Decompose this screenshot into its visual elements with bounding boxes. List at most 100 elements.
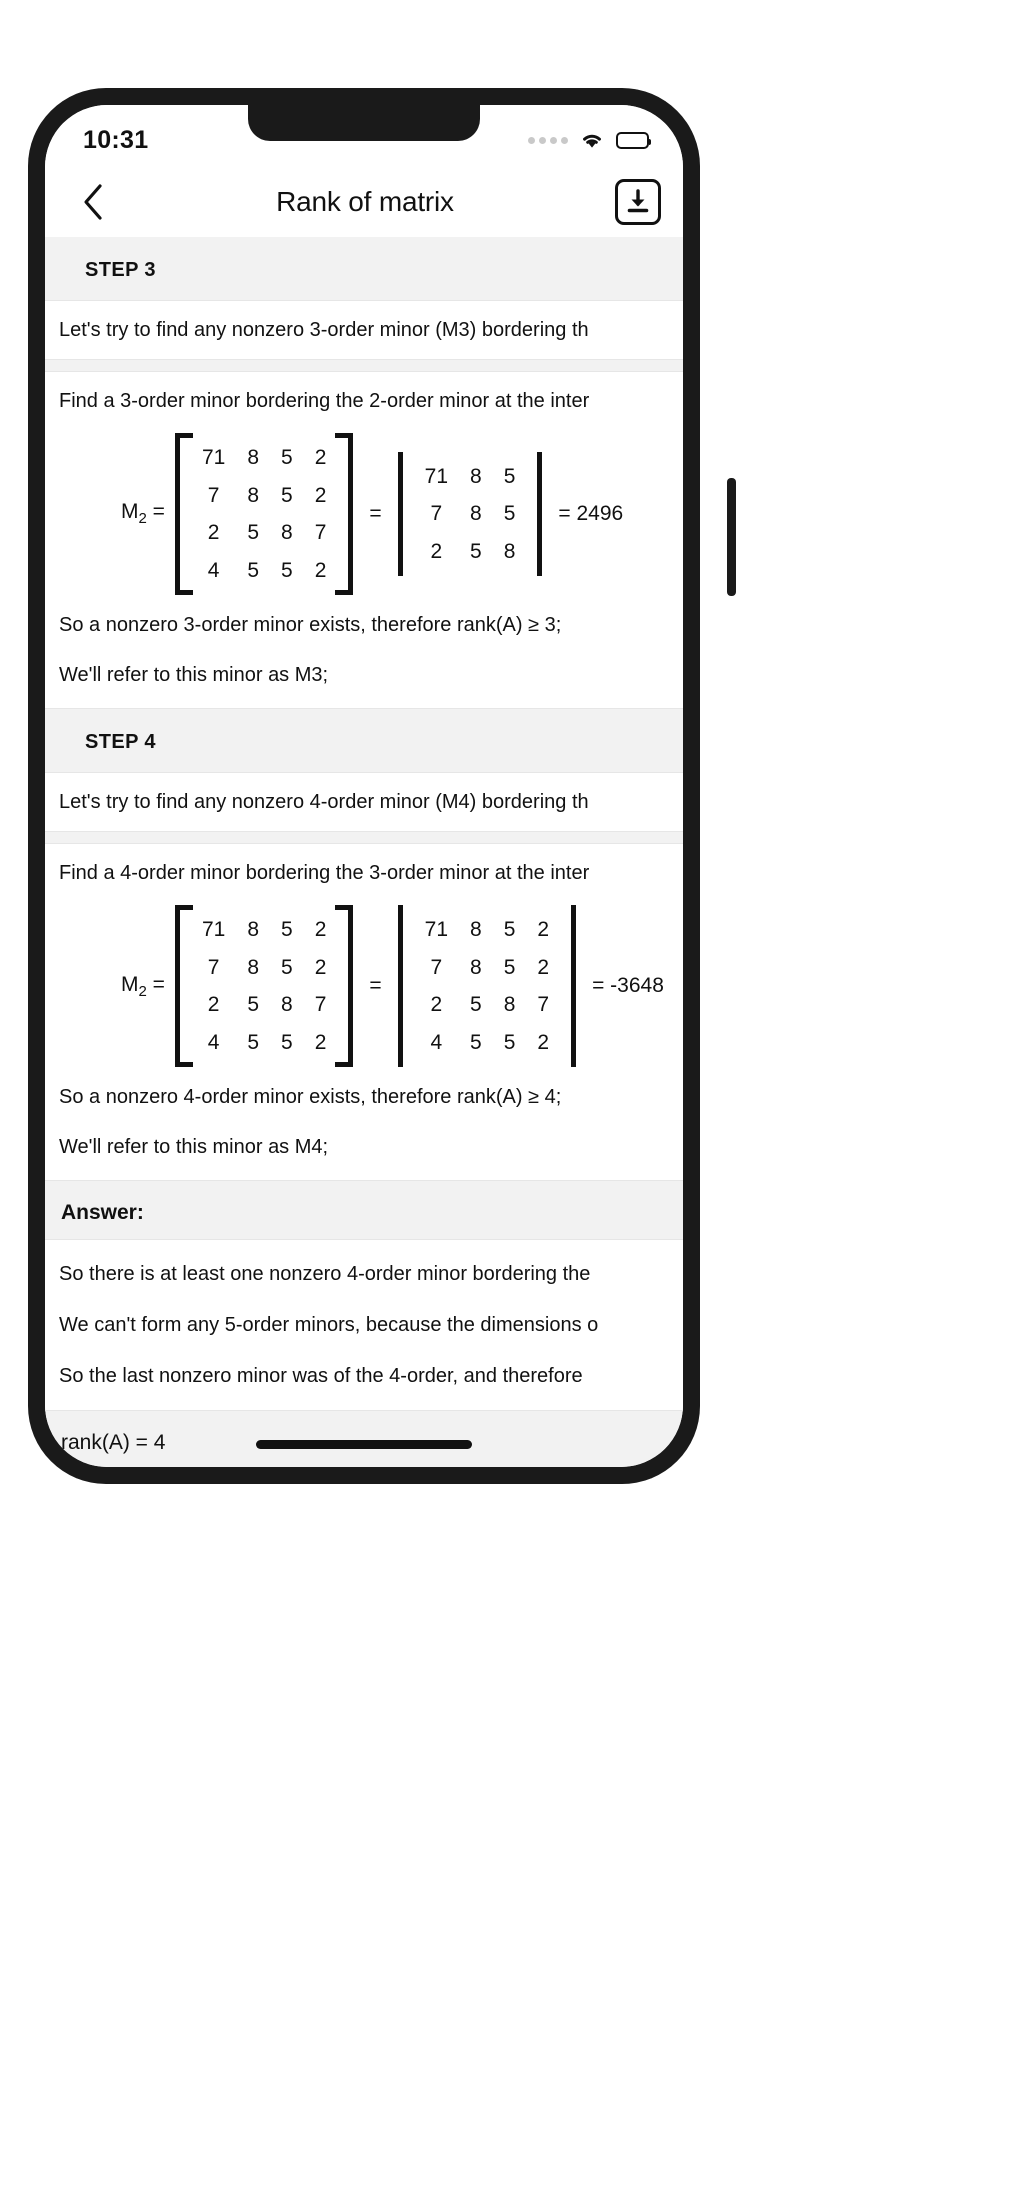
matrix-cell: 5 <box>281 918 293 942</box>
navigation-bar: Rank of matrix <box>45 167 683 237</box>
step4-work-card: Find a 4-order minor bordering the 3-ord… <box>45 843 683 1182</box>
matrix-cell: 5 <box>503 464 516 488</box>
matrix-cell: 8 <box>503 993 516 1017</box>
step3-minor-label: M2 = <box>121 500 165 528</box>
matrix-cell: 7 <box>314 521 327 545</box>
matrix-cell: 2 <box>314 483 327 507</box>
matrix-cell: 5 <box>281 483 293 507</box>
matrix-cell: 2 <box>430 539 443 563</box>
phone-frame: 10:31 <box>28 88 736 1484</box>
chevron-left-icon <box>84 184 102 220</box>
answer-line-3: So the last nonzero minor was of the 4-o… <box>59 1365 583 1388</box>
step3-intro-card: Let's try to find any nonzero 3-order mi… <box>45 300 683 360</box>
matrix-cell: 5 <box>470 539 482 563</box>
matrix-cell: 2 <box>314 558 327 582</box>
download-icon <box>627 189 649 213</box>
step3-conclusion-1: So a nonzero 3-order minor exists, there… <box>59 614 562 637</box>
matrix-cell: 4 <box>207 1030 220 1054</box>
matrix-cell: 8 <box>247 446 259 469</box>
matrix-cell: 7 <box>430 502 443 526</box>
matrix-cell: 7 <box>207 483 220 507</box>
matrix-cell: 8 <box>470 918 482 942</box>
matrix-cell: 2 <box>314 918 327 942</box>
matrix-cell: 5 <box>281 558 293 582</box>
home-indicator[interactable] <box>256 1440 472 1449</box>
matrix-cell: 4 <box>207 558 220 582</box>
step4-task-text: Find a 4-order minor bordering the 3-ord… <box>59 862 590 885</box>
matrix-cell: 5 <box>470 993 482 1017</box>
download-button[interactable] <box>615 179 661 225</box>
matrix-cell: 5 <box>503 502 516 526</box>
matrix-cell: 2 <box>314 955 327 979</box>
step4-intro-text: Let's try to find any nonzero 4-order mi… <box>59 791 589 814</box>
matrix-cell: 2 <box>314 1030 327 1054</box>
page-title: Rank of matrix <box>276 186 454 217</box>
step3-work-card: Find a 3-order minor bordering the 2-ord… <box>45 371 683 710</box>
matrix-cell: 5 <box>281 446 293 469</box>
matrix-cell: 4 <box>430 1030 443 1054</box>
matrix-cell: 2 <box>207 521 220 545</box>
battery-full-icon <box>616 131 651 149</box>
matrix-cell: 8 <box>247 483 259 507</box>
status-time: 10:31 <box>83 125 149 154</box>
matrix-cell: 8 <box>281 521 293 545</box>
matrix-cell: 5 <box>281 1030 293 1054</box>
matrix-cell: 71 <box>424 464 448 488</box>
step4-conclusion-2: We'll refer to this minor as M4; <box>59 1136 329 1159</box>
back-button[interactable] <box>71 180 115 224</box>
lesson-content[interactable]: STEP 3 Let's try to find any nonzero 3-o… <box>45 237 683 1467</box>
matrix-cell: 5 <box>247 993 259 1017</box>
matrix-cell: 71 <box>201 446 226 469</box>
matrix-cell: 5 <box>247 1030 259 1054</box>
step3-task-text: Find a 3-order minor bordering the 2-ord… <box>59 390 590 412</box>
step4-determinant-result: = -3648 <box>592 974 664 998</box>
matrix-cell: 2 <box>537 1030 550 1054</box>
answer-card: So there is at least one nonzero 4-order… <box>45 1239 683 1412</box>
phone-screen: 10:31 <box>45 105 683 1467</box>
answer-heading: Answer: <box>61 1201 144 1225</box>
matrix-cell: 71 <box>424 918 448 942</box>
step3-intro-text: Let's try to find any nonzero 3-order mi… <box>59 319 589 341</box>
matrix-cell: 2 <box>430 993 443 1017</box>
step-heading-4: STEP 4 <box>85 731 156 754</box>
matrix-cell: 7 <box>537 993 550 1017</box>
matrix-cell: 5 <box>281 955 293 979</box>
step-heading-3: STEP 3 <box>85 259 156 281</box>
matrix-cell: 8 <box>247 955 259 979</box>
matrix-cell: 8 <box>470 464 482 488</box>
matrix-cell: 2 <box>314 446 327 469</box>
matrix-cell: 5 <box>503 1030 516 1054</box>
matrix-cell: 5 <box>503 955 516 979</box>
matrix-cell: 71 <box>201 918 226 942</box>
step3-conclusion-2: We'll refer to this minor as M3; <box>59 664 329 687</box>
matrix-cell: 8 <box>503 539 516 563</box>
matrix-cell: 7 <box>314 993 327 1017</box>
step3-equals-sign: = <box>369 502 382 526</box>
power-button[interactable] <box>727 478 736 596</box>
answer-line-1: So there is at least one nonzero 4-order… <box>59 1263 591 1286</box>
